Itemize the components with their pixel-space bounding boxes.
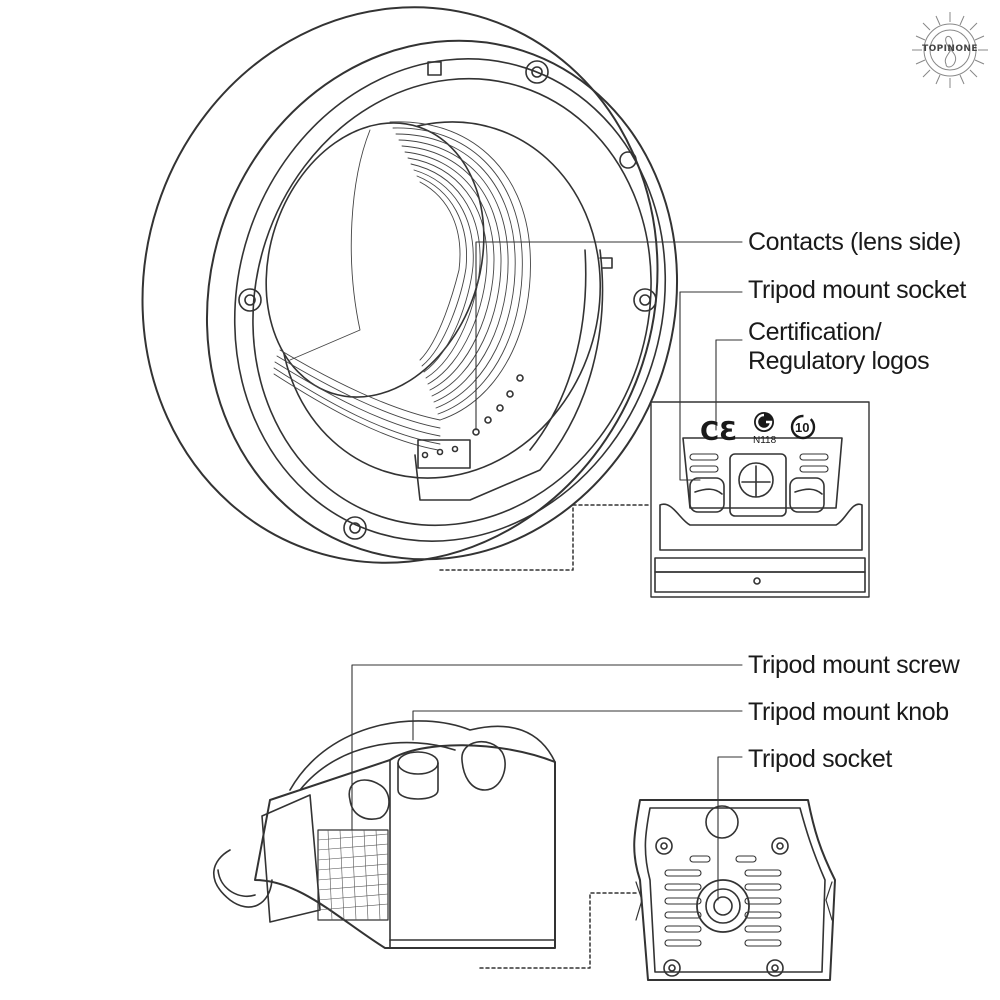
- pad-right: [789, 477, 825, 513]
- mount-step-inner: [529, 249, 587, 451]
- label-tripod-mount-knob: Tripod mount knob: [748, 698, 949, 726]
- adapter-ring: [141, 6, 679, 564]
- plate-screws: [655, 837, 789, 977]
- label-contacts: Contacts (lens side): [748, 228, 961, 256]
- foot-pad-right: [461, 740, 506, 791]
- ring-outer-front: [205, 39, 679, 561]
- socket-plate: [729, 453, 787, 517]
- watermark-text: TOPINONE: [922, 44, 978, 54]
- mount-tab: [599, 257, 613, 269]
- callout-leaders-bottom: [351, 664, 743, 901]
- ring-flange-inner: [252, 77, 652, 527]
- plate-outline: [633, 799, 836, 981]
- screw-holes: [238, 60, 657, 540]
- foot-top-face: [682, 437, 843, 509]
- epup-10-icon: [790, 414, 816, 440]
- foot-saddle: [289, 720, 556, 791]
- foot-pad-left: [348, 779, 390, 820]
- pad-left: [689, 477, 725, 513]
- dashed-connector-top: [439, 504, 652, 571]
- label-tripod-mount-screw: Tripod mount screw: [748, 651, 960, 679]
- bore-ridges: [273, 121, 531, 451]
- label-certification-line2: Regulatory logos: [748, 347, 930, 375]
- mount-step: [414, 249, 604, 501]
- plate-socket-outer: [696, 879, 750, 933]
- label-certification-line1: Certification/: [748, 318, 882, 346]
- plate-tripod-hole: [705, 805, 739, 839]
- cert-marks: CƐ N118 10: [700, 412, 816, 447]
- label-certification: Certification/ Regulatory logos: [748, 318, 930, 376]
- epup-value: 10: [795, 420, 809, 435]
- watermark-logo: TOPINONE: [908, 8, 992, 92]
- dashed-connector-bottom: [479, 892, 637, 969]
- plate-slots: [664, 855, 782, 947]
- bore-opening: [265, 122, 485, 398]
- foot-shell: [254, 744, 556, 949]
- foot-base-lower: [654, 571, 866, 593]
- foot-slots: [689, 453, 829, 473]
- foot-front-block: [261, 794, 321, 923]
- socket-plate-view: [633, 799, 836, 981]
- ring-flange: [233, 58, 667, 542]
- label-tripod-socket: Tripod socket: [748, 745, 892, 773]
- detail-box: [650, 401, 870, 598]
- foot-grip: [317, 829, 389, 921]
- index-mark: [427, 61, 442, 76]
- foot-base: [654, 557, 866, 573]
- ce-mark-icon: CƐ: [700, 417, 737, 447]
- plate-socket-inner: [705, 888, 741, 924]
- foot-knob-top: [397, 751, 439, 775]
- contact-block: [417, 439, 471, 469]
- grip-hatch: [317, 829, 389, 921]
- logo-burst-icon: [912, 12, 988, 88]
- ring-outer-rear: [141, 6, 659, 564]
- label-tripod-mount-socket: Tripod mount socket: [748, 276, 966, 304]
- contact-pins: [421, 374, 524, 459]
- rcm-code: N118: [753, 435, 777, 446]
- detail-frame: [650, 401, 870, 598]
- socket-hole: [738, 462, 774, 498]
- tripod-foot: [212, 720, 556, 949]
- foot-body: [659, 503, 863, 551]
